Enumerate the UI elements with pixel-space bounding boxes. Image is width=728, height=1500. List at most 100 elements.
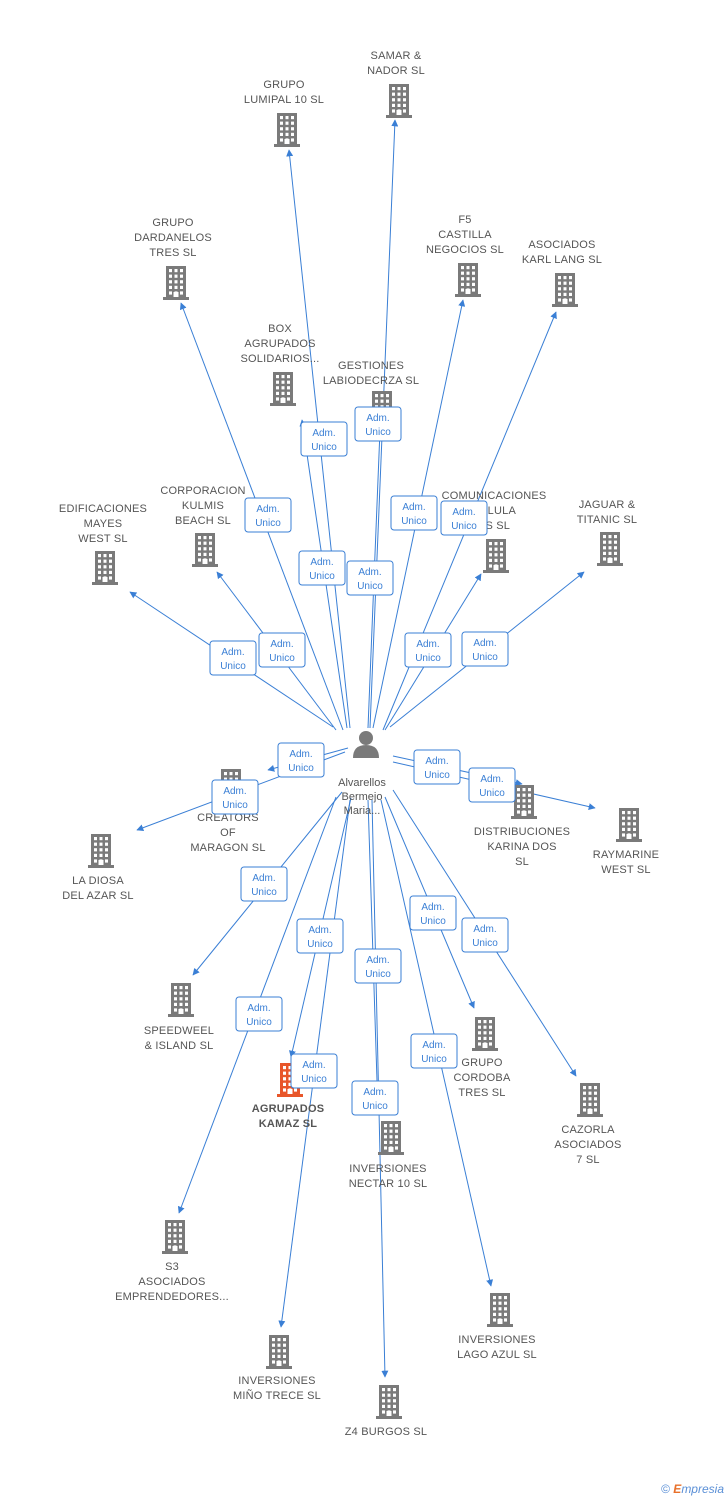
building-icon [163,266,189,300]
role-adm-unico-box[interactable]: Adm.Unico [290,1053,338,1089]
building-window [489,1025,492,1029]
role-label-text: Unico [421,1054,447,1065]
role-adm-unico-box[interactable]: Adm.Unico [235,996,283,1032]
company-label: TRES SL [458,1087,505,1099]
building-window [494,558,498,562]
building-window [522,793,526,797]
company-label: TITANIC SL [577,514,637,526]
building-window [403,109,406,113]
role-adm-unico-box[interactable]: Adm.Unico [296,918,344,954]
role-label-text: Adm. [366,955,389,966]
role-adm-unico-box[interactable]: Adm.Unico [354,948,402,984]
building-window [558,292,561,296]
building-window [281,386,285,390]
building-window [185,1008,188,1012]
role-adm-unico-box[interactable]: Adm.Unico [240,866,288,902]
building-window [489,1036,492,1040]
building-window [504,1318,507,1322]
role-label-text: Adm. [480,774,503,785]
building-window [627,811,631,815]
building-base [376,1416,402,1419]
building-door [172,1246,178,1251]
role-adm-unico-box[interactable]: Adm.Unico [244,497,292,533]
building-icon [472,1017,498,1051]
building-window [173,1223,177,1227]
building-window [614,546,617,550]
company-node-speedweel[interactable]: SPEEDWEEL& ISLAND SL [144,983,214,1052]
building-window [382,1410,385,1414]
role-adm-unico-box[interactable]: Adm.Unico [440,500,488,536]
role-label-text: Unico [301,1074,327,1085]
company-label: AGRUPADOS [252,1103,325,1115]
role-adm-unico-box[interactable]: Adm.Unico [298,550,346,586]
role-box-frame [300,421,348,457]
role-adm-unico-box[interactable]: Adm.Unico [354,406,402,442]
building-window [627,822,631,826]
role-adm-unico-box[interactable]: Adm.Unico [390,495,438,531]
building-window [498,1301,502,1305]
building-window [522,804,526,808]
building-door [280,398,286,403]
building-door [497,1319,503,1324]
role-adm-unico-box[interactable]: Adm.Unico [468,767,516,803]
role-adm-unico-box[interactable]: Adm.Unico [410,1033,458,1069]
company-label: MAYES [84,518,123,530]
role-adm-unico-box[interactable]: Adm.Unico [300,421,348,457]
building-window [173,1239,177,1243]
building-window [493,1318,496,1322]
role-adm-unico-box[interactable]: Adm.Unico [409,895,457,931]
role-adm-unico-box[interactable]: Adm.Unico [461,631,509,667]
building-door [173,292,179,297]
role-adm-unico-box[interactable]: Adm.Unico [346,560,394,596]
role-adm-unico-box[interactable]: Adm.Unico [277,742,325,778]
center-person-node[interactable]: AlvarellosBermejoMaria... [338,731,386,817]
company-node-samar[interactable]: SAMAR &NADOR SL [367,50,425,118]
building-window [472,277,475,281]
building-window [283,1338,286,1342]
role-adm-unico-box[interactable]: Adm.Unico [211,779,259,815]
company-node-z4[interactable]: Z4 BURGOS SL [345,1385,427,1438]
role-adm-unico-box[interactable]: Adm.Unico [258,632,306,668]
company-node-jaguar[interactable]: JAGUAR &TITANIC SL [577,499,637,566]
building-window [594,1108,597,1112]
role-adm-unico-box[interactable]: Adm.Unico [404,632,452,668]
building-window [179,1239,182,1243]
role-adm-unico-box[interactable]: Adm.Unico [209,640,257,676]
role-box-frame [413,749,461,785]
company-node-box[interactable]: BOXAGRUPADOSSOLIDARIOS... [240,323,319,406]
building-base [266,1366,292,1369]
building-window [387,1393,391,1397]
building-window [504,1301,507,1305]
role-label-text: Unico [288,763,314,774]
building-base [162,1251,188,1254]
building-window [174,269,178,273]
building-window [272,1354,275,1358]
role-adm-unico-box[interactable]: Adm.Unico [413,749,461,785]
building-window [569,287,572,291]
role-adm-unico-box[interactable]: Adm.Unico [461,917,509,953]
company-node-s3[interactable]: S3ASOCIADOSEMPRENDEDORES... [115,1220,229,1303]
building-window [168,1228,171,1232]
role-box-frame [235,996,283,1032]
role-adm-unico-box[interactable]: Adm.Unico [351,1080,399,1116]
role-label-text: Unico [365,427,391,438]
company-label: KULMIS [182,500,224,512]
building-window [528,799,531,803]
footer-brand[interactable]: © Empresia [661,1482,724,1496]
building-window [382,1404,385,1408]
